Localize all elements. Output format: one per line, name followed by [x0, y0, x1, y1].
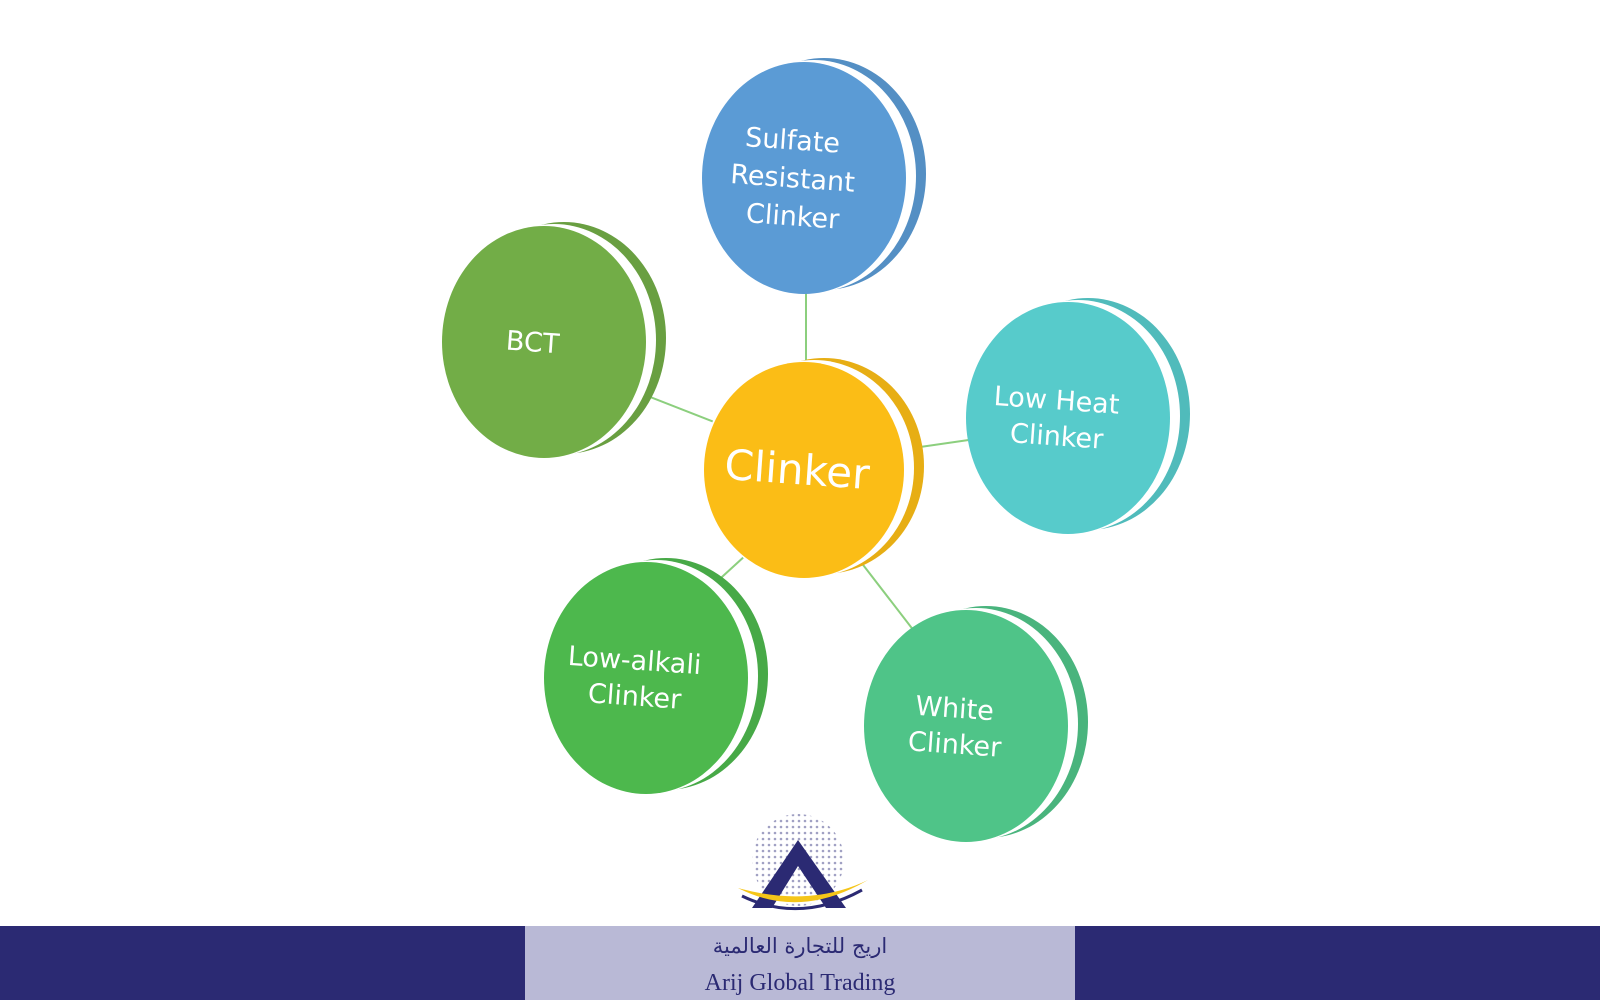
node-center: Clinker: [704, 358, 924, 578]
node-label-white: Clinker: [907, 726, 1003, 763]
node-label-sulfate: Clinker: [745, 198, 841, 235]
node-bct: BCT: [442, 222, 666, 458]
node-label-low-alkali: Clinker: [587, 678, 683, 715]
center-label: Clinker: [723, 440, 872, 499]
brand-arabic-name: اريج للتجارة العالمية: [712, 934, 888, 958]
footer-brand-panel: [525, 926, 1075, 1000]
connector-white: [860, 562, 917, 634]
arij-logo-icon: [738, 814, 868, 911]
node-label-bct: BCT: [505, 326, 561, 361]
node-label-sulfate: Sulfate: [744, 122, 841, 160]
node-label-white: White: [914, 691, 994, 727]
brand-english-name: Arij Global Trading: [704, 970, 896, 996]
node-label-low-heat: Clinker: [1009, 418, 1105, 455]
